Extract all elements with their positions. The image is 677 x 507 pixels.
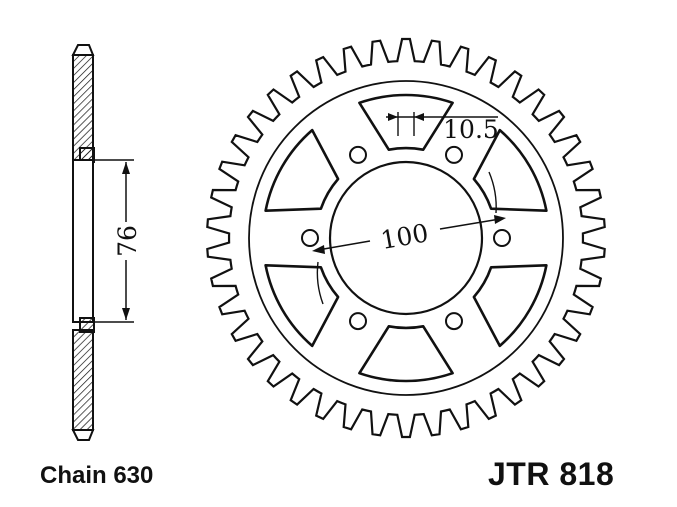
profile-hub-web xyxy=(72,159,94,323)
bolt-hole xyxy=(445,312,463,331)
bolt-circle-leader-left xyxy=(317,240,371,251)
lightening-window xyxy=(358,93,454,151)
part-number-label: JTR 818 xyxy=(488,456,615,492)
bolt-circle-leader-right xyxy=(439,218,501,230)
lightening-window xyxy=(264,264,340,348)
lightening-window xyxy=(358,325,454,383)
hub-arrow-top xyxy=(122,162,130,174)
profile-upper-rim xyxy=(72,54,94,161)
bolt-hole xyxy=(445,145,463,164)
bolt-hole-arrow-left xyxy=(388,113,398,121)
bolt-hole xyxy=(301,229,319,247)
lightening-window xyxy=(264,128,340,212)
center-bore xyxy=(328,160,484,316)
bolt-hole xyxy=(349,312,367,331)
profile-bottom-tip xyxy=(71,429,95,441)
lightening-window xyxy=(472,128,548,212)
sprocket-inner-ring xyxy=(248,80,564,396)
lightening-window xyxy=(472,264,548,348)
bolt-holes xyxy=(301,145,511,331)
hub-arrow-bottom xyxy=(122,308,130,320)
bolt-circle-arc-right xyxy=(488,171,497,214)
sprocket-front-view xyxy=(206,37,606,439)
bolt-hole-arrow-right xyxy=(414,113,424,121)
lightening-windows xyxy=(264,93,548,383)
bolt-hole xyxy=(493,229,511,247)
sprocket-teeth-outline xyxy=(206,37,606,439)
bolt-hole-label: 10.5 xyxy=(443,115,499,144)
chain-size-label: Chain 630 xyxy=(40,462,154,489)
bolt-circle-arrow-left xyxy=(312,245,325,254)
hub-width-label: 76 xyxy=(113,225,142,257)
profile-top-tip xyxy=(71,44,95,56)
hub-label-gap xyxy=(112,222,140,260)
bolt-circle-arc-left xyxy=(316,261,324,305)
profile-lower-rim xyxy=(72,329,94,431)
bolt-circle-arrow-right xyxy=(494,215,506,224)
bolt-hole xyxy=(349,145,367,164)
